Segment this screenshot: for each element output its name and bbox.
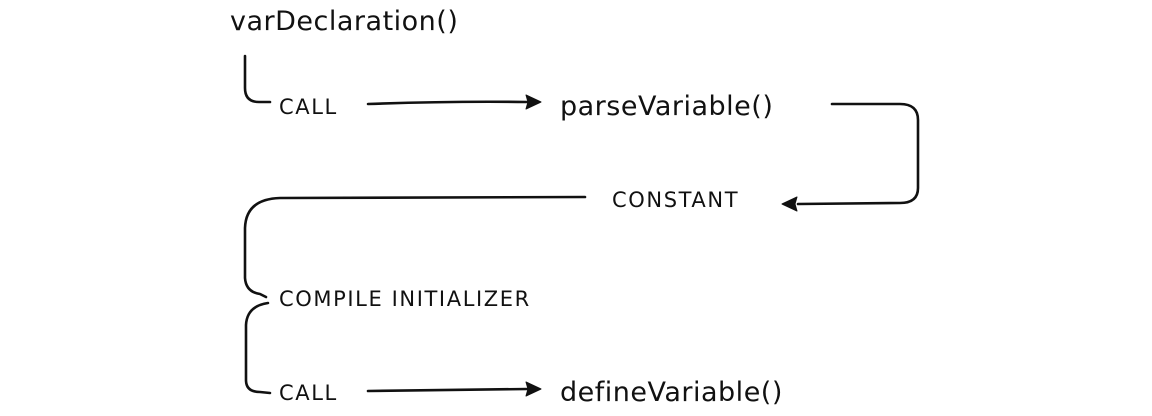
compile-initializer-label: COMPILE INITIALIZER <box>279 287 531 311</box>
call-define-label: CALL <box>279 381 338 405</box>
constant-arrowhead <box>781 196 798 212</box>
call-define-arrowhead <box>525 381 542 397</box>
call-parse-arrow-line <box>366 100 530 106</box>
call-define-arrow-line <box>366 387 530 393</box>
parse-variable-return-line <box>796 102 920 206</box>
parse-variable-label: parseVariable() <box>560 91 773 122</box>
initializer-to-call-bracket <box>244 301 272 395</box>
var-declaration-bracket <box>243 54 272 104</box>
var-declaration-label: varDeclaration() <box>230 6 458 37</box>
constant-to-initializer-bracket <box>243 195 587 299</box>
call-parse-arrowhead <box>525 94 542 110</box>
define-variable-label: defineVariable() <box>560 377 783 408</box>
constant-label: CONSTANT <box>612 188 739 212</box>
call-parse-label: CALL <box>279 95 338 119</box>
